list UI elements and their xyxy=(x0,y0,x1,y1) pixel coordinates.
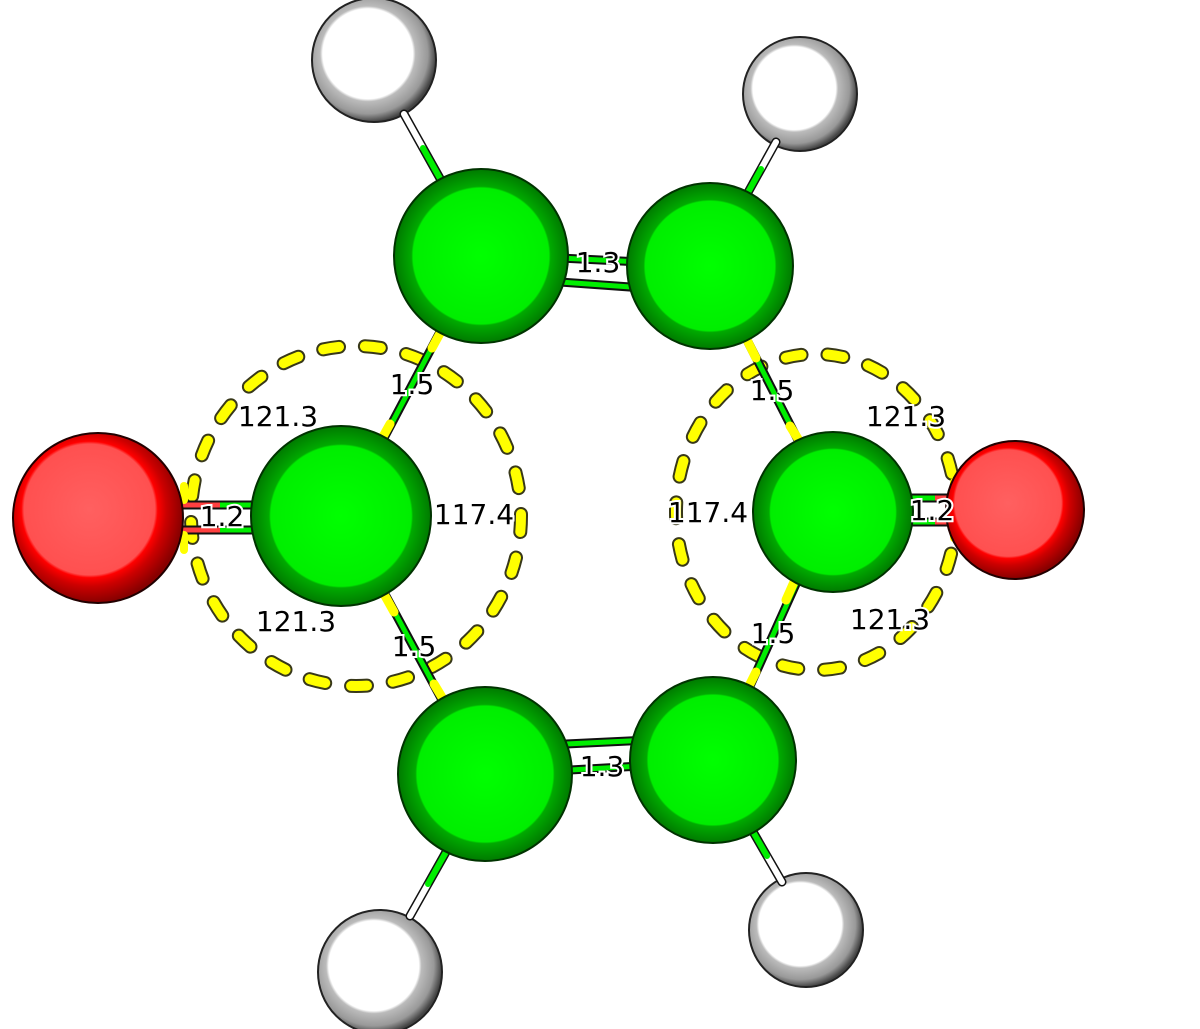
cc-bonds xyxy=(375,253,805,775)
label-angle-right-inner: 117.4 xyxy=(668,496,748,529)
bond-c5-c6-b xyxy=(567,763,643,773)
label-angle-left-bottom: 121.3 xyxy=(256,605,336,638)
label-bond-c5-c6: 1.3 xyxy=(580,750,625,783)
label-angle-left-top: 121.3 xyxy=(238,400,318,433)
label-bond-c4-c6: 1.5 xyxy=(751,617,796,650)
atom-h-top-left xyxy=(311,0,437,123)
atom-c3 xyxy=(250,425,432,607)
label-bond-c3-c5: 1.5 xyxy=(392,630,437,663)
bond-ch-top-right xyxy=(758,139,779,172)
atom-c4 xyxy=(752,431,914,593)
atom-h-bottom-right xyxy=(748,872,864,988)
label-bond-c1-c2: 1.3 xyxy=(576,246,621,279)
oxygen-atoms xyxy=(12,432,1085,604)
label-bond-co-left: 1.2 xyxy=(200,500,245,533)
label-bond-c2-c4: 1.5 xyxy=(750,374,795,407)
carbon-atoms xyxy=(250,168,914,862)
label-angle-right-top: 121.3 xyxy=(866,400,946,433)
atom-o-right xyxy=(945,440,1085,580)
measurement-labels: 1.3 1.3 1.5 1.5 1.5 1.5 1.2 1.2 121.3 12… xyxy=(198,244,957,785)
bond-ch-bottom-right xyxy=(764,853,785,885)
hydrogen-atoms xyxy=(311,0,864,1029)
atom-o-left xyxy=(12,432,184,604)
label-angle-left-inner: 117.4 xyxy=(434,498,514,531)
ch-bonds xyxy=(399,109,787,921)
atom-c1 xyxy=(393,168,569,344)
bond-ch-bottom-left xyxy=(407,881,431,919)
bond-ch-top-left xyxy=(401,111,426,151)
label-angle-right-bottom: 121.3 xyxy=(850,603,930,636)
atom-c5 xyxy=(397,686,573,862)
atom-c2 xyxy=(626,182,794,350)
atom-h-top-right xyxy=(742,36,858,152)
label-bond-co-right: 1.2 xyxy=(910,494,955,527)
angle-arc-left xyxy=(186,341,526,691)
label-bond-c1-c3: 1.5 xyxy=(390,368,435,401)
atom-h-bottom-left xyxy=(317,909,443,1029)
atom-c6 xyxy=(629,676,797,844)
